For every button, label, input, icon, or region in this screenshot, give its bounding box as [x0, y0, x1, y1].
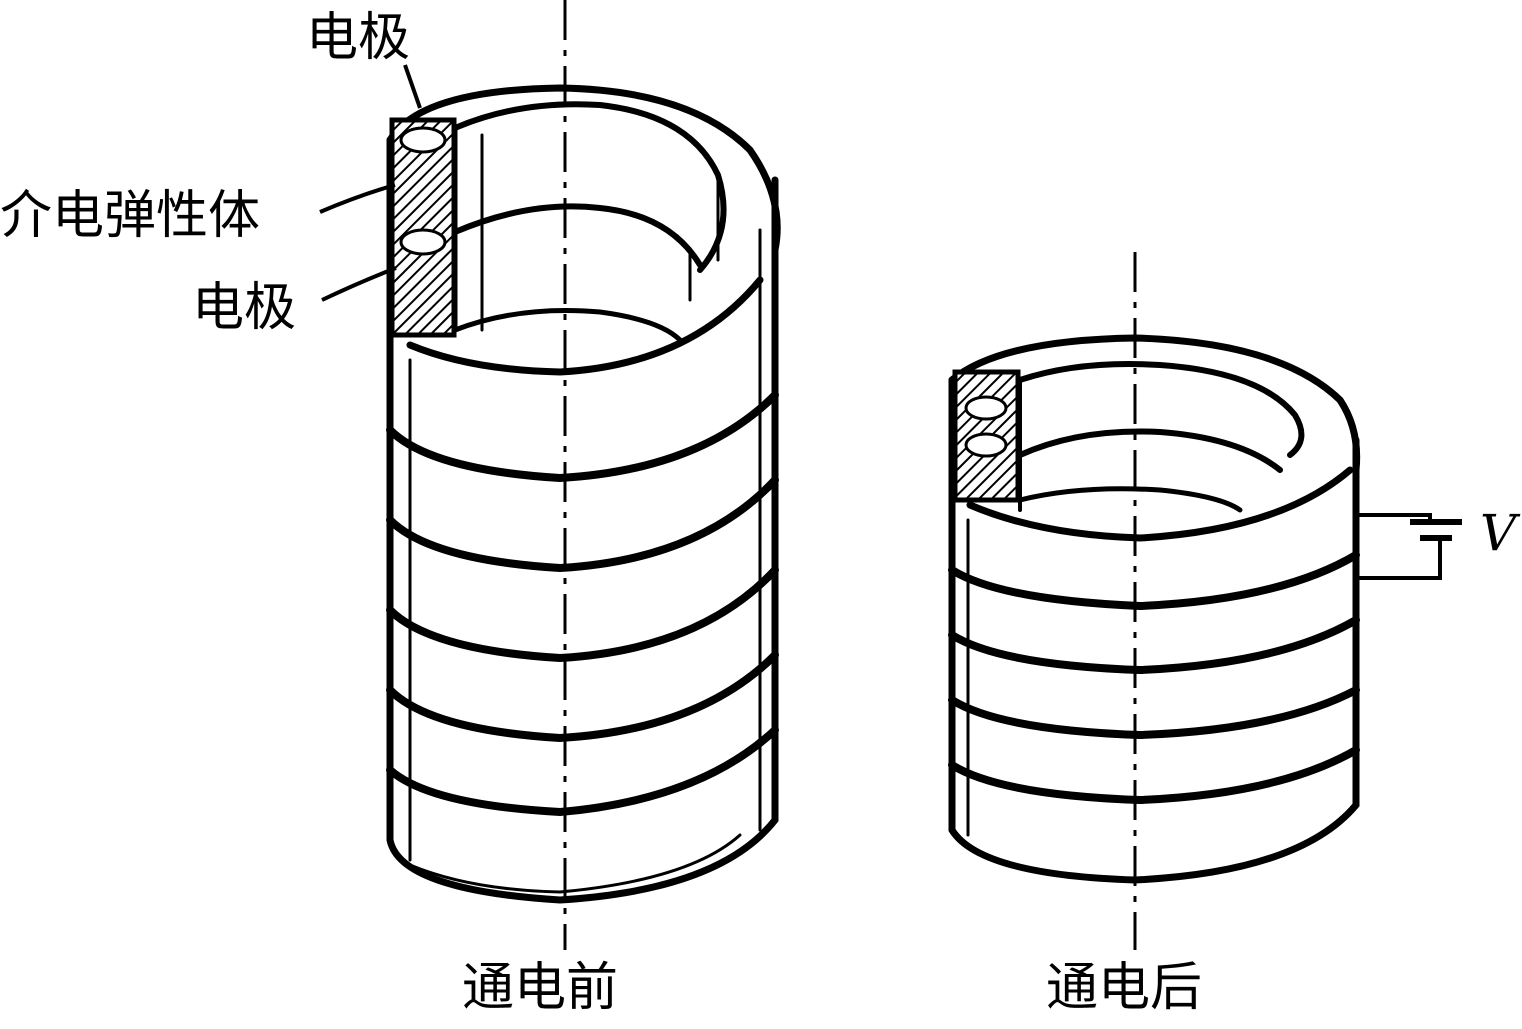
- coil-after: [948, 334, 1361, 884]
- electrode-mid-marker: [399, 228, 447, 256]
- leader-bottom-electrode: [321, 266, 397, 302]
- electrode-marker-b: [964, 432, 1008, 458]
- coil-before: [386, 84, 781, 904]
- label-voltage: V: [1480, 504, 1517, 562]
- electrode-marker-a: [964, 395, 1008, 421]
- voltage-source: [1356, 513, 1462, 580]
- cross-section-before: [389, 117, 457, 338]
- label-bottom-electrode: 电极: [192, 278, 297, 338]
- caption-after-power: 通电后: [1046, 958, 1203, 1018]
- label-top-electrode: 电极: [306, 8, 411, 68]
- label-dielectric-elastomer: 介电弹性体: [0, 186, 261, 246]
- caption-before-power: 通电前: [462, 958, 619, 1018]
- leader-top-electrode: [403, 64, 422, 109]
- leader-dielectric: [319, 183, 396, 214]
- electrode-top-marker: [399, 126, 447, 154]
